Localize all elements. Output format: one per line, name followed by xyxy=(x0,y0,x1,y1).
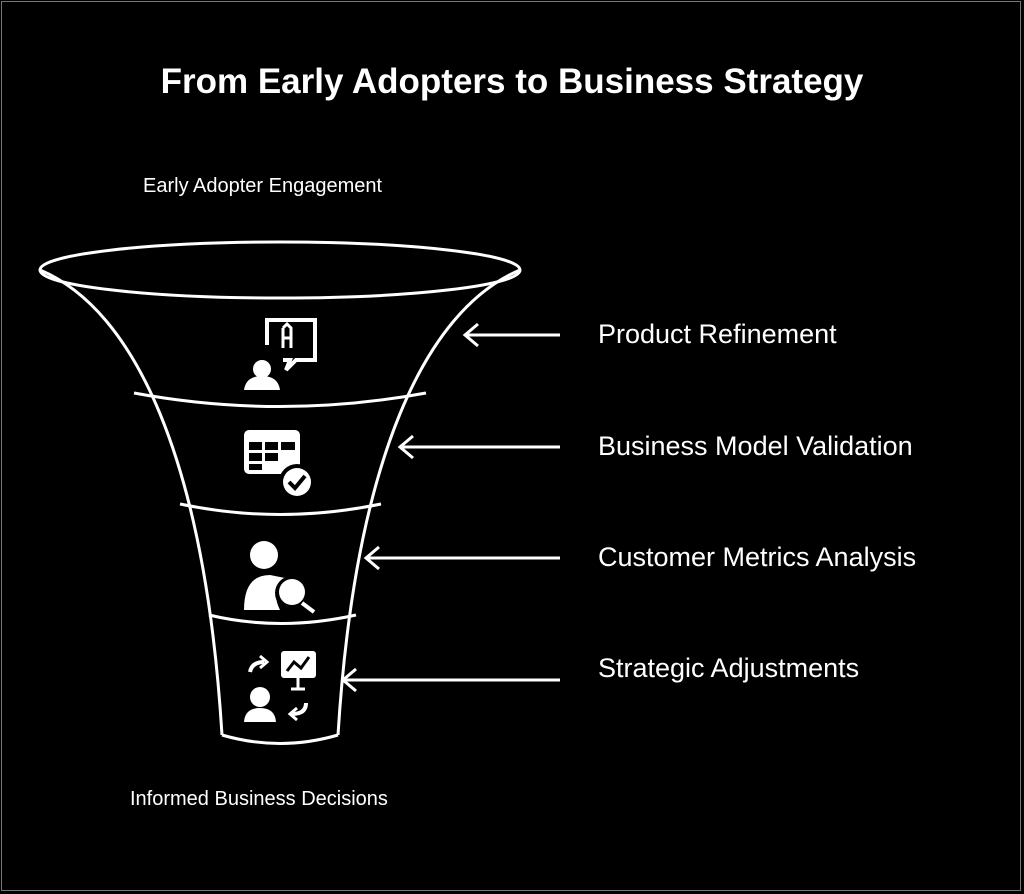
diagram-title: From Early Adopters to Business Strategy xyxy=(160,62,864,101)
funnel-right-side xyxy=(336,268,521,736)
stage-label-strategic-adjustments: Strategic Adjustments xyxy=(598,653,860,683)
funnel-top-rim xyxy=(38,240,522,300)
user-search-icon xyxy=(244,541,316,614)
arrow xyxy=(363,545,560,571)
stage-label-product-refinement: Product Refinement xyxy=(598,319,837,349)
user-chart-arrows-icon xyxy=(244,651,316,722)
band-divider xyxy=(208,613,357,625)
funnel-output-label: Informed Business Decisions xyxy=(130,788,388,810)
arrow xyxy=(340,667,560,693)
user-feedback-icon xyxy=(244,318,317,390)
funnel-bottom xyxy=(221,733,339,745)
funnel-left-side xyxy=(39,268,224,736)
table-check-icon xyxy=(244,430,315,500)
funnel-input-label: Early Adopter Engagement xyxy=(143,175,383,197)
stage-label-business-model-validation: Business Model Validation xyxy=(598,431,913,461)
band-divider xyxy=(179,502,382,516)
arrow xyxy=(397,434,560,460)
arrow xyxy=(462,322,560,348)
stage-label-customer-metrics-analysis: Customer Metrics Analysis xyxy=(598,542,917,572)
band-divider xyxy=(133,391,427,408)
